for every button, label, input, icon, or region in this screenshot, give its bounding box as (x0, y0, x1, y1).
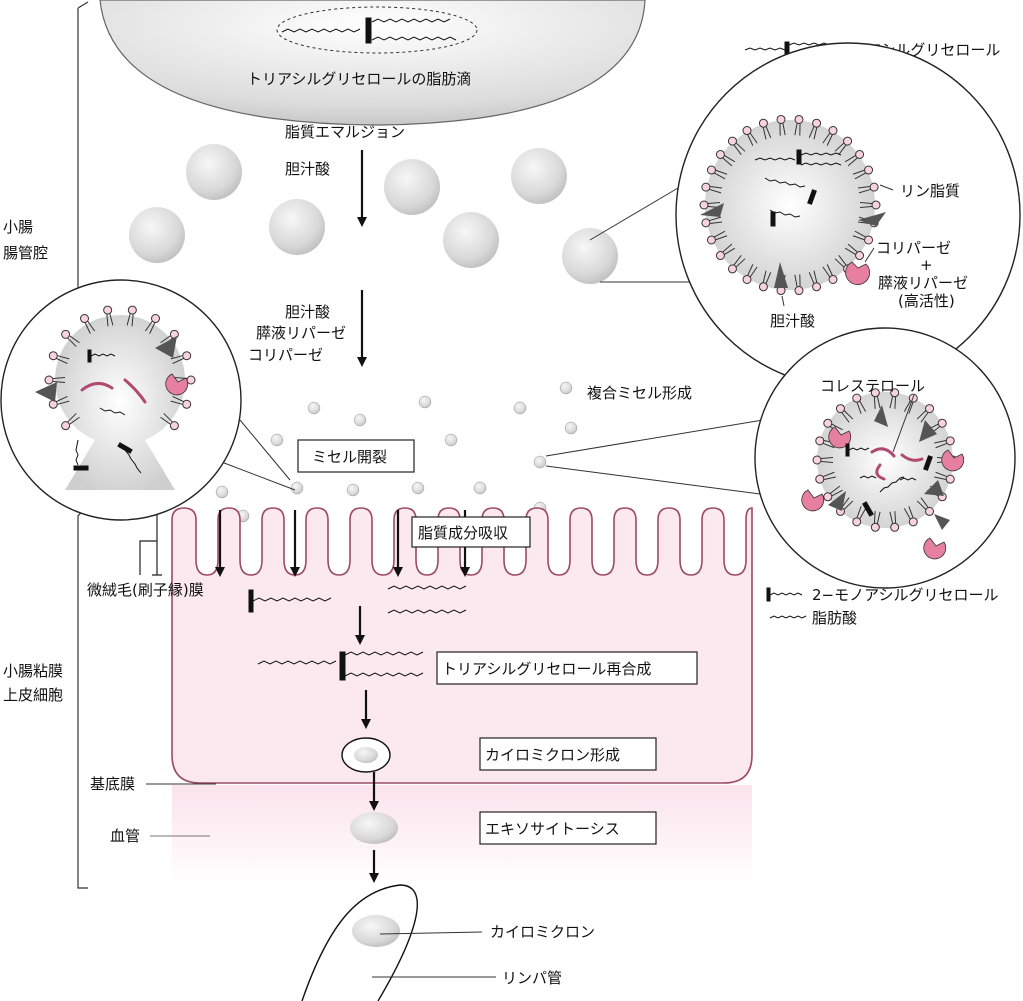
chylomicron-formation-box (479, 737, 657, 771)
inset-mixed-micelle (754, 327, 1016, 589)
tag-resynthesis-label: トリアシルグリセロール再合成 (442, 660, 651, 678)
inset-emulsion (675, 42, 1021, 388)
tag-resynthesis-box (436, 651, 698, 685)
phospholipid-label: リン脂質 (900, 182, 960, 200)
lipase-label: 膵液リパーゼ (878, 274, 968, 292)
micelle-cleavage-label: ミセル開裂 (312, 448, 387, 466)
molecules-in-cell (248, 585, 467, 681)
tag-molecule-in-droplet (281, 17, 457, 44)
cholesterol-label: コレステロール (820, 377, 925, 395)
inset-micelle-cleavage (0, 279, 242, 521)
exocytosis-label: エキソサイトーシス (485, 820, 620, 838)
blood-vessel-label: 血管 (110, 827, 140, 845)
mixed-micelle-label: 複合ミセル形成 (587, 384, 692, 402)
legend-fatty-acid-label: 脂肪酸 (812, 609, 857, 627)
chylomicron-leader (379, 931, 483, 935)
emulsion-droplets (129, 144, 618, 284)
high-activity-label: (高活性) (898, 292, 955, 310)
micelle-cleavage-box (297, 439, 415, 473)
chylomicron-formation-label: カイロミクロン形成 (485, 746, 620, 764)
chylomicron-label: カイロミクロン (490, 923, 595, 941)
lumen-label-1: 小腸 (3, 218, 33, 236)
epithelial-cell (171, 507, 753, 784)
lymph-vessel-label: リンパ管 (502, 969, 562, 987)
emulsion-label: 脂質エマルジョン (285, 123, 405, 141)
chylomicron-in-lymph (352, 915, 400, 947)
legend-mag-icon (766, 587, 807, 619)
droplet-label: トリアシルグリセロールの脂肪滴 (247, 70, 471, 88)
fat-droplet (99, 0, 646, 126)
inset-bile-acid-label: 胆汁酸 (770, 312, 815, 330)
lipid-absorption-box (411, 516, 531, 548)
enzyme-label-1: 胆汁酸 (285, 303, 330, 321)
enzyme-label-2: 膵液リパーゼ (256, 324, 346, 342)
mucosa-label-2: 上皮細胞 (3, 686, 63, 704)
lumen-label-2: 腸管腔 (3, 244, 48, 262)
blood-region (172, 785, 752, 885)
plus-label: + (920, 256, 933, 274)
basement-membrane-label: 基底膜 (90, 775, 135, 793)
enzyme-label-3: コリパーゼ (248, 346, 323, 364)
chylomicron-core (354, 747, 378, 763)
legend-mag-label: 2−モノアシルグリセロール (812, 586, 999, 604)
lymph-vessel (301, 884, 419, 1001)
exocytosed-chylomicron (350, 812, 398, 844)
mucosa-label-1: 小腸粘膜 (3, 662, 63, 680)
exocytosis-box (479, 811, 657, 845)
lipid-absorption-label: 脂質成分吸収 (418, 524, 508, 542)
tag-molecule-outline (276, 6, 478, 54)
bile-acid-label: 胆汁酸 (285, 160, 330, 178)
microvilli-label: 微絨毛(刷子縁)膜 (87, 581, 204, 599)
colipase-label: コリパーゼ (876, 239, 951, 257)
